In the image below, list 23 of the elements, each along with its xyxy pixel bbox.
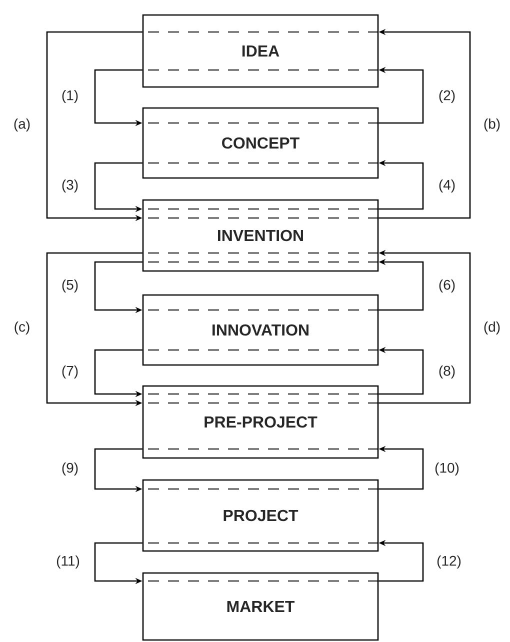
edge-label: (c)	[14, 321, 30, 335]
edge-label: (12)	[437, 555, 461, 569]
edge-label: (9)	[62, 462, 78, 476]
edge-label: (b)	[484, 118, 500, 132]
edge-label: (1)	[62, 90, 78, 104]
edge-label: (11)	[56, 555, 80, 569]
stage-box: INVENTION	[142, 199, 379, 272]
edge-label: (d)	[484, 321, 500, 335]
edge-label: (8)	[439, 365, 455, 379]
stage-box: INNOVATION	[142, 294, 379, 366]
edge-label: (5)	[62, 279, 78, 293]
stage-box: CONCEPT	[142, 107, 379, 179]
edge-label: (6)	[439, 279, 455, 293]
edge-label: (2)	[439, 90, 455, 104]
edge-label: (10)	[435, 462, 459, 476]
stage-box: PRE-PROJECT	[142, 385, 379, 459]
stage-box: PROJECT	[142, 479, 379, 552]
edge-label: (7)	[62, 365, 78, 379]
edge-label: (4)	[439, 179, 455, 193]
stage-box: MARKET	[142, 572, 379, 641]
edge-label: (a)	[14, 118, 30, 132]
stage-box: IDEA	[142, 14, 379, 88]
edge-label: (3)	[62, 179, 78, 193]
